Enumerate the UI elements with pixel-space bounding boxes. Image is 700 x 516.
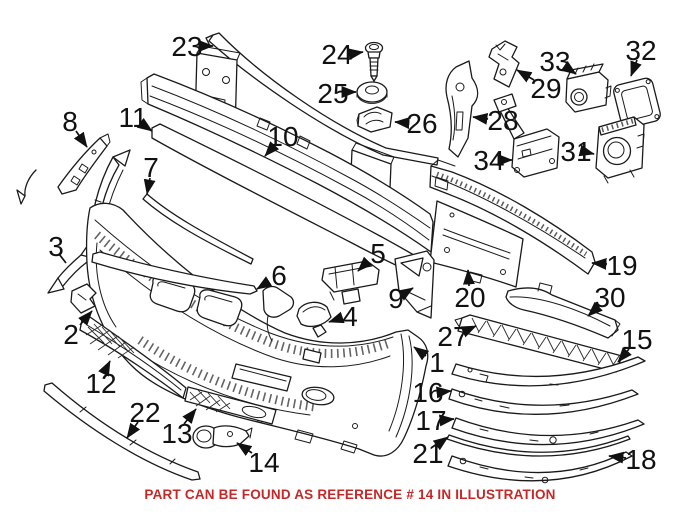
part-10-bumper-carrier [140,45,434,253]
callout-30-label: 30 [594,282,625,313]
callout-20-label: 20 [454,282,485,313]
part-25-washer-grommet [356,81,388,104]
part-16-trim-strip [448,388,639,415]
part-20-license-plate-filler [429,200,524,288]
callout-1-label: 1 [429,347,445,378]
part-2-corner-bracket [70,283,97,314]
callout-15-label: 15 [621,324,652,355]
callout-2-label: 2 [63,319,79,350]
reference-caption: PART CAN BE FOUND AS REFERENCE # 14 IN I… [144,487,556,502]
callout-33-label: 33 [539,46,570,77]
part-28-side-bracket [445,60,479,158]
part-33-camera [565,63,612,113]
part-7-gap-seal-strip [142,193,254,265]
part-1-bumper-cover [85,202,429,457]
callout-12-label: 12 [85,368,116,399]
callout-5-label: 5 [370,238,386,269]
part-26-clip-nut [356,106,393,133]
callout-25-label: 25 [317,78,348,109]
callout-23-label: 23 [171,31,202,62]
callout-28-label: 28 [487,105,518,136]
callout-17-label: 17 [415,405,446,436]
part-17-trim-strip [451,417,645,446]
part-21-gasket-strip [446,434,631,457]
part-18-trim-strip [447,451,633,484]
callout-18-label: 18 [625,444,656,475]
callout-27-label: 27 [437,321,468,352]
callout-31-label: 31 [560,136,591,167]
part-8-side-mount-bracket [57,133,111,195]
callout-13-label: 13 [161,418,192,449]
part-6-trim-strip [91,251,258,295]
callout-6-label: 6 [271,260,287,291]
callout-7-label: 7 [143,152,159,183]
part-12-center-lower-grille [79,316,187,399]
callout-16-label: 16 [412,377,443,408]
part-24-screw [364,41,384,82]
callout-21-label: 21 [412,438,443,469]
part-13-side-lower-grille [184,386,277,425]
callout-9-label: 9 [388,283,404,314]
part-4-washer-cover-flap [296,301,332,338]
callout-14-label: 14 [248,447,279,478]
callout-34-label: 34 [473,145,504,176]
callout-19-label: 19 [606,250,637,281]
part-30-grille-support [505,282,621,339]
part-19-lower-carrier-bar [429,159,596,275]
callout-22-label: 22 [129,397,160,428]
callout-29-label: 29 [530,73,561,104]
callout-4-label: 4 [342,301,358,332]
callout-11-label: 11 [118,102,147,133]
callout-3-label: 3 [48,231,64,262]
part-15-trim-strip [451,356,646,387]
callout-32-label: 32 [625,35,656,66]
callout-10-label: 10 [267,121,298,152]
part-29-support-bracket [488,40,520,88]
callout-labels: 1 2 3 4 5 6 7 8 9 10 11 12 13 14 15 16 1… [48,31,656,478]
callout-8-label: 8 [62,106,78,137]
part-14-horn [192,425,253,449]
part-22-lower-trim-strip [43,382,201,481]
leader-lines [58,40,642,464]
callout-26-label: 26 [406,108,437,139]
part-34-control-module-bracket [493,93,560,178]
part-31-distance-sensor [595,116,645,184]
callout-24-label: 24 [321,39,352,70]
